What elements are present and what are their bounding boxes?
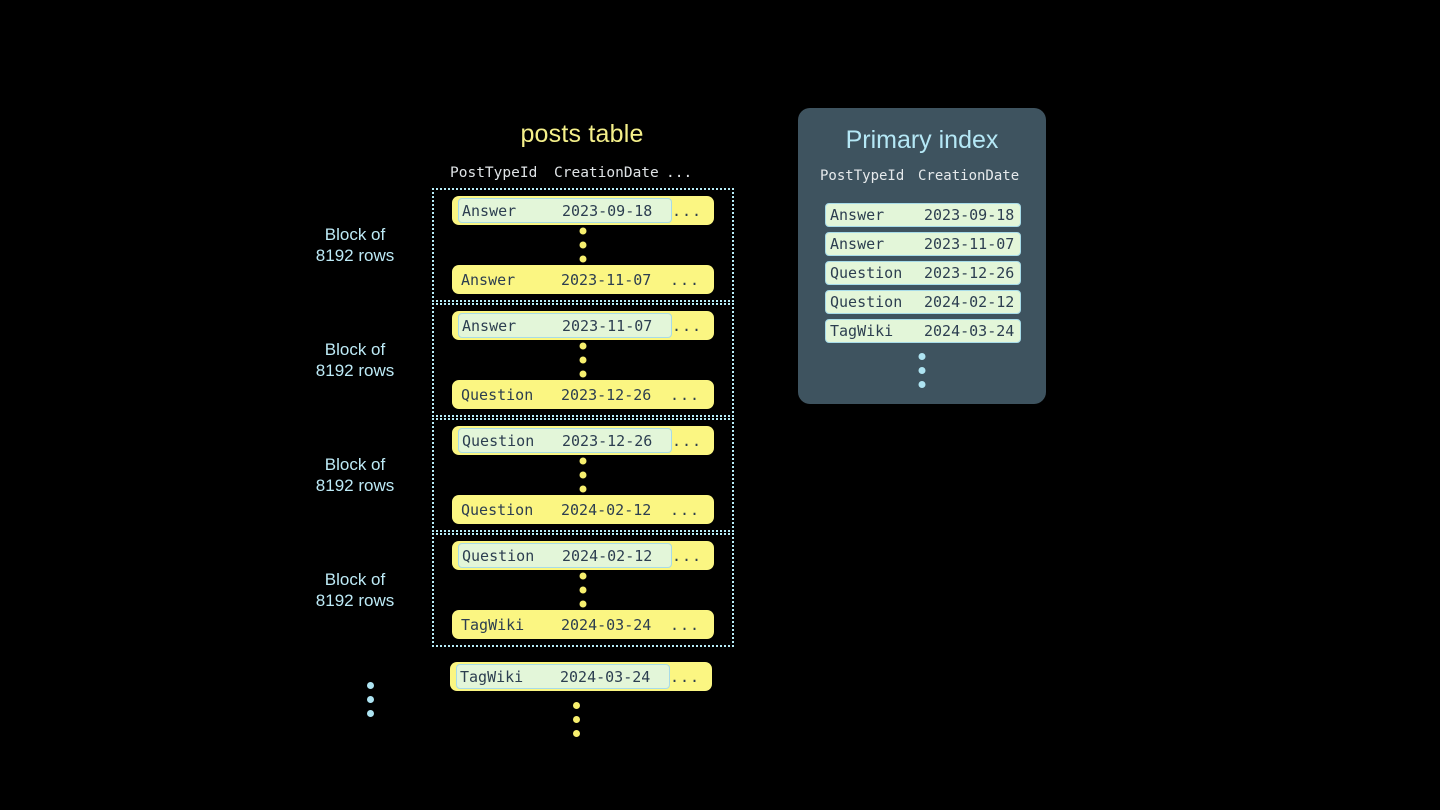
cell-ellipsis: ... — [670, 667, 701, 686]
table-block: Block of 8192 rows Question 2024-02-12 .… — [316, 533, 734, 647]
vertical-ellipsis-icon — [579, 342, 587, 378]
table-row[interactable]: TagWiki 2024-03-24 ... — [450, 662, 712, 691]
table-block: Block of 8192 rows Answer 2023-09-18 ...… — [316, 188, 734, 302]
column-header-posttypeid: PostTypeId — [450, 165, 538, 181]
table-block: Block of 8192 rows Question 2023-12-26 .… — [316, 418, 734, 532]
cell-creationdate: 2023-12-26 — [561, 385, 652, 404]
cell-ellipsis: ... — [672, 546, 703, 565]
blocks-continuation-ellipsis-icon — [367, 682, 374, 717]
table-row[interactable]: Question 2023-12-26 ... — [452, 380, 714, 409]
vertical-ellipsis-icon — [579, 457, 587, 493]
cell-ellipsis: ... — [670, 615, 701, 634]
cell-creationdate: 2024-03-24 — [924, 322, 1015, 340]
cell-creationdate: 2023-09-18 — [562, 201, 653, 220]
block-label: Block of 8192 rows — [315, 225, 395, 265]
column-header-posttypeid: PostTypeId — [820, 168, 905, 184]
cell-posttypeid: Answer — [461, 270, 516, 289]
table-row[interactable]: Answer 2023-11-07 ... — [452, 265, 714, 294]
cell-creationdate: 2023-11-07 — [562, 316, 653, 335]
posts-table-blocks: Block of 8192 rows Answer 2023-09-18 ...… — [316, 188, 734, 648]
index-row[interactable]: Answer 2023-09-18 — [825, 203, 1021, 227]
cell-posttypeid: Question — [830, 264, 903, 282]
table-row[interactable]: Question 2023-12-26 ... — [452, 426, 714, 455]
cell-posttypeid: TagWiki — [461, 615, 525, 634]
row-highlight-box: Answer 2023-11-07 — [458, 313, 672, 338]
cell-posttypeid: Question — [462, 431, 535, 450]
cell-ellipsis: ... — [672, 316, 703, 335]
cell-posttypeid: Answer — [462, 316, 517, 335]
cell-creationdate: 2024-03-24 — [561, 615, 652, 634]
cell-creationdate: 2024-03-24 — [560, 667, 651, 686]
vertical-ellipsis-icon — [579, 572, 587, 608]
cell-creationdate: 2023-09-18 — [924, 206, 1015, 224]
index-row[interactable]: TagWiki 2024-03-24 — [825, 319, 1021, 343]
table-row[interactable]: Question 2024-02-12 ... — [452, 495, 714, 524]
table-row[interactable]: Question 2024-02-12 ... — [452, 541, 714, 570]
block-label: Block of 8192 rows — [315, 570, 395, 610]
cell-ellipsis: ... — [670, 270, 701, 289]
vertical-ellipsis-icon — [579, 227, 587, 263]
row-content: Answer 2023-11-07 — [458, 267, 670, 292]
cell-creationdate: 2024-02-12 — [924, 293, 1015, 311]
primary-index-rows: Answer 2023-09-18 Answer 2023-11-07 Ques… — [825, 203, 1021, 343]
cell-creationdate: 2023-11-07 — [924, 235, 1015, 253]
column-header-creationdate: CreationDate — [918, 168, 1020, 184]
cell-creationdate: 2023-11-07 — [561, 270, 652, 289]
table-row[interactable]: Answer 2023-11-07 ... — [452, 311, 714, 340]
posts-table-column-headers: PostTypeId CreationDate ... — [450, 165, 715, 181]
cell-posttypeid: Question — [462, 546, 535, 565]
index-row[interactable]: Question 2023-12-26 — [825, 261, 1021, 285]
cell-posttypeid: TagWiki — [460, 667, 524, 686]
primary-index-panel: Primary index PostTypeId CreationDate An… — [798, 108, 1046, 404]
cell-creationdate: 2023-12-26 — [562, 431, 653, 450]
cell-posttypeid: Question — [461, 385, 534, 404]
column-header-creationdate: CreationDate — [554, 165, 659, 181]
cell-ellipsis: ... — [670, 385, 701, 404]
row-content: Question 2024-02-12 — [458, 497, 670, 522]
cell-posttypeid: Answer — [830, 235, 885, 253]
table-row[interactable]: Answer 2023-09-18 ... — [452, 196, 714, 225]
table-continuation-ellipsis-icon — [573, 702, 580, 737]
cell-creationdate: 2023-12-26 — [924, 264, 1015, 282]
row-content: Question 2023-12-26 — [458, 382, 670, 407]
cell-creationdate: 2024-02-12 — [561, 500, 652, 519]
table-block: Block of 8192 rows Answer 2023-11-07 ...… — [316, 303, 734, 417]
row-highlight-box: Answer 2023-09-18 — [458, 198, 672, 223]
block-label: Block of 8192 rows — [315, 455, 395, 495]
primary-index-column-headers: PostTypeId CreationDate — [820, 168, 1030, 184]
index-row[interactable]: Question 2024-02-12 — [825, 290, 1021, 314]
column-header-ellipsis: ... — [666, 165, 693, 181]
row-highlight-box: Question 2024-02-12 — [458, 543, 672, 568]
row-content: TagWiki 2024-03-24 — [458, 612, 670, 637]
cell-ellipsis: ... — [672, 201, 703, 220]
cell-creationdate: 2024-02-12 — [562, 546, 653, 565]
cell-posttypeid: Question — [461, 500, 534, 519]
cell-posttypeid: Question — [830, 293, 903, 311]
posts-table-title: posts table — [520, 120, 644, 148]
primary-index-title: Primary index — [845, 126, 999, 154]
cell-posttypeid: TagWiki — [830, 322, 894, 340]
cell-posttypeid: Answer — [462, 201, 517, 220]
cell-ellipsis: ... — [670, 500, 701, 519]
row-highlight-box: TagWiki 2024-03-24 — [456, 664, 670, 689]
index-row[interactable]: Answer 2023-11-07 — [825, 232, 1021, 256]
row-highlight-box: Question 2023-12-26 — [458, 428, 672, 453]
cell-ellipsis: ... — [672, 431, 703, 450]
cell-posttypeid: Answer — [830, 206, 885, 224]
table-row[interactable]: TagWiki 2024-03-24 ... — [452, 610, 714, 639]
index-continuation-ellipsis-icon — [918, 353, 926, 388]
block-label: Block of 8192 rows — [315, 340, 395, 380]
